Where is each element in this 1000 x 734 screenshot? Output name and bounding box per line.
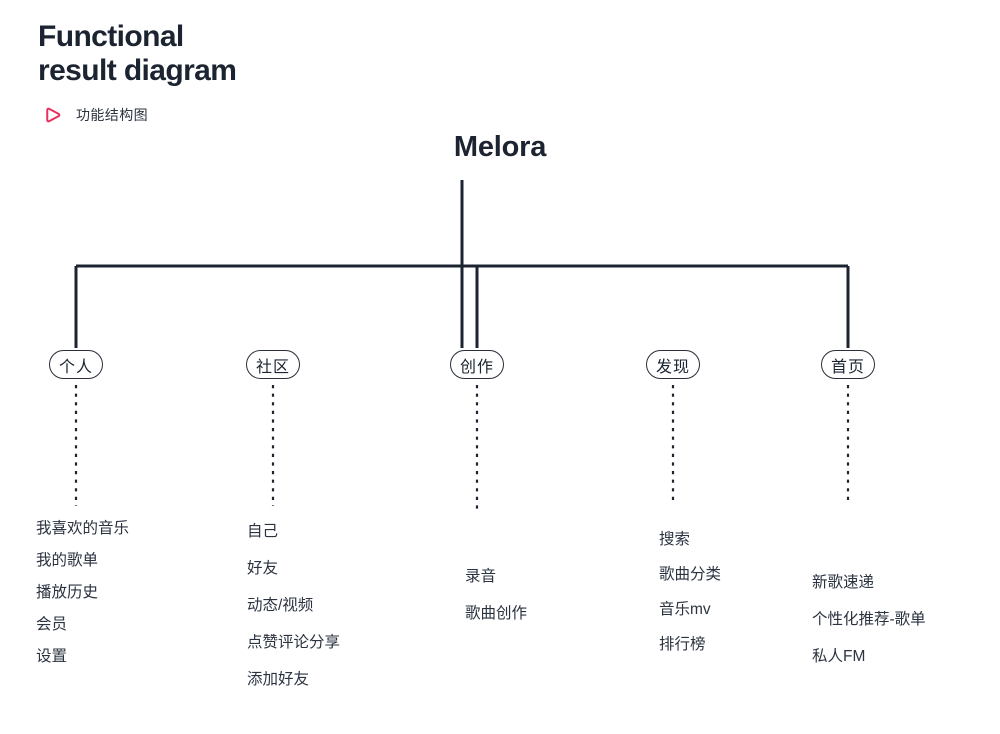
leaf-item[interactable]: 排行榜: [659, 636, 706, 653]
leaf-item[interactable]: 自己: [247, 523, 279, 540]
leaf-item[interactable]: 音乐mv: [659, 601, 711, 618]
category-node-home[interactable]: 首页: [821, 350, 876, 379]
leaf-item[interactable]: 好友: [247, 560, 279, 577]
category-node-label: 创作: [460, 358, 495, 376]
leaf-item[interactable]: 添加好友: [247, 671, 310, 688]
leaf-item[interactable]: 点赞评论分享: [247, 634, 341, 651]
page-title: Functional result diagram: [38, 20, 237, 87]
subtitle-text: 功能结构图: [76, 107, 148, 124]
leaf-column-home: 新歌速递个性化推荐-歌单私人FM: [812, 564, 926, 675]
leaf-item[interactable]: 会员: [36, 616, 68, 633]
category-node-community[interactable]: 社区: [246, 350, 301, 379]
play-triangle-icon: [43, 105, 63, 125]
leaf-item[interactable]: 歌曲创作: [465, 605, 528, 622]
leaf-item[interactable]: 动态/视频: [247, 597, 314, 614]
leaf-column-create: 录音歌曲创作: [465, 558, 527, 632]
leaf-item[interactable]: 个性化推荐-歌单: [812, 611, 926, 628]
category-node-label: 首页: [831, 358, 866, 376]
leaf-item[interactable]: 录音: [465, 568, 497, 585]
subtitle-row: 功能结构图: [43, 105, 236, 125]
category-node-label: 个人: [59, 358, 94, 376]
category-node-create[interactable]: 创作: [450, 350, 505, 379]
root-node: Melora: [453, 131, 547, 163]
leaf-column-community: 自己好友动态/视频点赞评论分享添加好友: [247, 513, 340, 698]
category-node-label: 发现: [656, 358, 691, 376]
category-node-discover[interactable]: 发现: [646, 350, 701, 379]
leaf-item[interactable]: 私人FM: [812, 648, 866, 665]
leaf-item[interactable]: 搜索: [659, 531, 691, 548]
leaf-item[interactable]: 我喜欢的音乐: [36, 520, 130, 537]
category-node-personal[interactable]: 个人: [49, 350, 104, 379]
leaf-item[interactable]: 设置: [36, 648, 68, 665]
leaf-column-personal: 我喜欢的音乐我的歌单播放历史会员设置: [36, 513, 129, 673]
leaf-item[interactable]: 我的歌单: [36, 552, 99, 569]
leaf-item[interactable]: 播放历史: [36, 584, 99, 601]
category-node-label: 社区: [256, 358, 291, 376]
leaf-column-discover: 搜索歌曲分类音乐mv 排行榜: [659, 522, 721, 662]
leaf-item[interactable]: 新歌速递: [812, 574, 875, 591]
header: Functional result diagram 功能结构图: [38, 20, 237, 125]
leaf-item[interactable]: 歌曲分类: [659, 566, 722, 583]
